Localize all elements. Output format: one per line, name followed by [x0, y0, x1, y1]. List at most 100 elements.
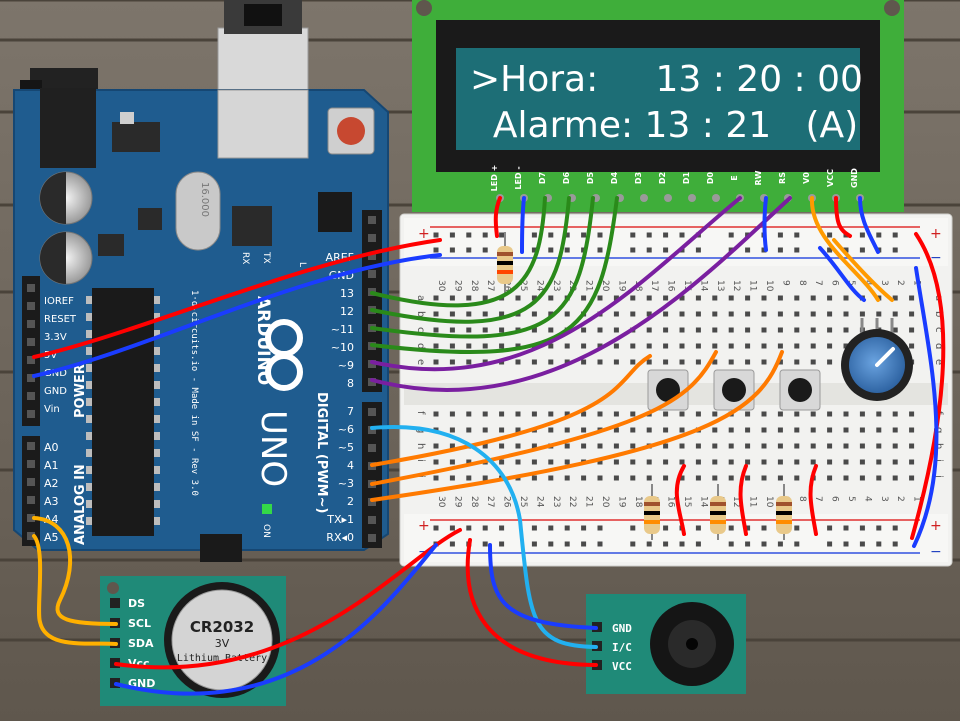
push-button-2[interactable] [713, 369, 755, 411]
crystal-label: 16.000 [199, 182, 210, 217]
digital-pin-label: 2 [347, 495, 354, 508]
column-label: 13 [715, 280, 725, 291]
column-label: 21 [584, 280, 594, 291]
l-label: L [297, 262, 307, 267]
rx-label: RX [240, 252, 250, 264]
digital-pin-label: ~11 [331, 323, 354, 336]
bottom-plus-label: + [418, 518, 430, 534]
column-label: 20 [600, 280, 610, 292]
digital-pin-label: 4 [347, 459, 354, 472]
column-label: 22 [567, 496, 577, 507]
column-label: 26 [502, 496, 512, 508]
wire-d7 [370, 196, 547, 308]
lcd-pin-label: VCC [826, 169, 835, 187]
row-label-right: e [933, 359, 944, 365]
column-label: 19 [616, 496, 626, 508]
lcd-module: >Hora: 13 : 20 : 00 Alarme: 13 : 21 (A) … [412, 0, 904, 212]
lcd-line-1: >Hora: 13 : 20 : 00 [470, 59, 863, 100]
digital-pin-label: ~9 [338, 359, 354, 372]
wire-rtc-gnd [114, 543, 438, 696]
column-label: 25 [518, 496, 528, 507]
column-label: 12 [731, 280, 741, 291]
lcd-pin-label: GND [850, 168, 859, 188]
column-label: 29 [452, 280, 462, 292]
lcd-pin [664, 194, 672, 202]
wire-lcd-gnd [858, 196, 880, 254]
power-pin-label: RESET [44, 314, 77, 325]
column-label: 6 [830, 280, 840, 286]
column-label: 16 [666, 496, 676, 508]
resistor-button-3 [776, 484, 792, 540]
lcd-pin-label: D6 [562, 171, 571, 184]
column-label: 19 [616, 280, 626, 292]
power-header [22, 276, 40, 426]
digital-pin-label: 7 [347, 405, 354, 418]
wire-button-2 [370, 350, 718, 486]
column-label: 7 [813, 280, 823, 286]
analog-header [22, 436, 40, 546]
wire-rail-plus [910, 232, 946, 540]
column-label: 23 [551, 496, 561, 507]
lcd-pin-label: E [730, 175, 739, 180]
digital-pin-label: 13 [340, 287, 354, 300]
reset-button[interactable] [327, 107, 375, 155]
lcd-pin [712, 194, 720, 202]
digital-header-label: DIGITAL (PWM~) [314, 392, 329, 513]
arduino-infinity-logo [265, 319, 303, 391]
column-label: 14 [698, 496, 708, 508]
column-label: 26 [502, 280, 512, 292]
column-label: 27 [485, 496, 495, 507]
lcd-pin-label: D0 [706, 171, 715, 184]
column-label: 2 [895, 280, 905, 286]
wire-pot-b [832, 238, 894, 302]
column-label: 21 [584, 496, 594, 507]
tx-label: TX [261, 251, 271, 264]
push-buttons [647, 369, 821, 411]
column-label: 10 [764, 496, 774, 508]
column-label: 30 [436, 496, 446, 508]
lcd-pin-label: D3 [634, 172, 643, 184]
column-label: 9 [780, 280, 790, 286]
lcd-pin-label: LED + [490, 165, 499, 192]
lcd-pin [640, 194, 648, 202]
top-plus-label: + [418, 226, 430, 242]
digital-pin-label: ~6 [338, 423, 354, 436]
digital-pin-label: ~5 [338, 441, 354, 454]
lcd-pin-label: D2 [658, 172, 667, 184]
push-button-3[interactable] [779, 369, 821, 411]
wire-gnd [32, 253, 442, 378]
digital-pin-label: TX▸1 [326, 513, 354, 526]
arduino-model: UNO [253, 410, 293, 487]
lcd-pin-label: V0 [802, 172, 811, 184]
digital-header-bottom [362, 402, 382, 548]
push-button-1[interactable] [647, 369, 689, 411]
potentiometer[interactable] [841, 318, 913, 401]
analog-pin-label: A1 [44, 459, 59, 472]
column-label: 6 [830, 496, 840, 502]
wire-buzzer-signal [370, 425, 598, 649]
column-label: 22 [567, 280, 577, 291]
column-label: 5 [846, 280, 856, 286]
wire-vcc [834, 196, 852, 238]
column-label: 15 [682, 496, 692, 507]
rtc-pin [110, 598, 120, 608]
battery-voltage: 3V [215, 637, 230, 650]
column-label: 23 [551, 280, 561, 291]
wire-buzzer-vcc [465, 538, 598, 667]
row-label: c [415, 327, 426, 333]
wire-rail-minus [912, 266, 939, 548]
column-label: 25 [518, 280, 528, 291]
row-label-right: h [933, 443, 944, 449]
wire-rs [370, 196, 792, 392]
on-led [262, 504, 272, 514]
column-label: 18 [633, 496, 643, 508]
column-label: 1 [912, 496, 922, 502]
column-label: 24 [534, 280, 544, 292]
buzzer-disc [650, 602, 734, 686]
buzzer-pin-label: VCC [612, 660, 632, 673]
column-label: 7 [813, 496, 823, 502]
row-label: f [415, 411, 426, 415]
arduino-site-line: 1·d-circuits.io - Made in SF - Rev 3.0 [189, 290, 199, 496]
